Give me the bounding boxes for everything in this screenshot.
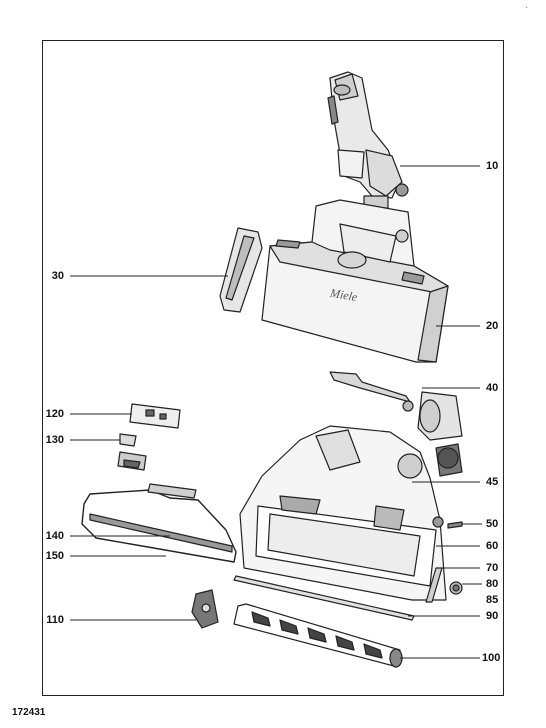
- callout-10: 10: [486, 160, 499, 172]
- callout-70: 70: [486, 562, 499, 574]
- callout-45: 45: [486, 476, 499, 488]
- callout-140: 140: [45, 530, 64, 542]
- callout-80: 80: [486, 578, 499, 590]
- part-80-end-cap: [449, 581, 463, 595]
- callout-40: 40: [486, 382, 499, 394]
- part-30-side-bumper: [219, 227, 263, 313]
- part-100-brush-roll: [233, 603, 403, 668]
- drawing-frame: [42, 40, 504, 696]
- callout-130: 130: [45, 434, 64, 446]
- callout-110: 110: [46, 614, 64, 626]
- callout-50: 50: [486, 518, 499, 530]
- part-90-rod: [233, 575, 415, 621]
- document-id: 172431: [12, 707, 46, 718]
- callout-150: 150: [45, 550, 64, 562]
- corner-mark: ·: [525, 2, 529, 13]
- callout-120: 120: [45, 408, 64, 420]
- part-150-bar: [89, 513, 233, 553]
- callout-60: 60: [486, 540, 499, 552]
- part-20-top-cover: [261, 199, 449, 363]
- part-140-frame: [81, 483, 237, 563]
- part-110-side-cap: [191, 589, 219, 629]
- part-130-bracket: [117, 433, 147, 471]
- miele-logo: Miele: [328, 285, 359, 304]
- callout-100: 100: [482, 652, 501, 664]
- part-60-chassis: [239, 425, 447, 601]
- part-50-pin: [447, 521, 463, 529]
- part-40-motor-drive: [329, 371, 463, 477]
- part-10-swivel-neck: [327, 71, 409, 209]
- callout-30: 30: [51, 270, 64, 282]
- callout-90: 90: [486, 610, 499, 622]
- part-120-circuit-board: [129, 403, 181, 429]
- callout-85: 85: [486, 594, 499, 606]
- callout-20: 20: [486, 320, 499, 332]
